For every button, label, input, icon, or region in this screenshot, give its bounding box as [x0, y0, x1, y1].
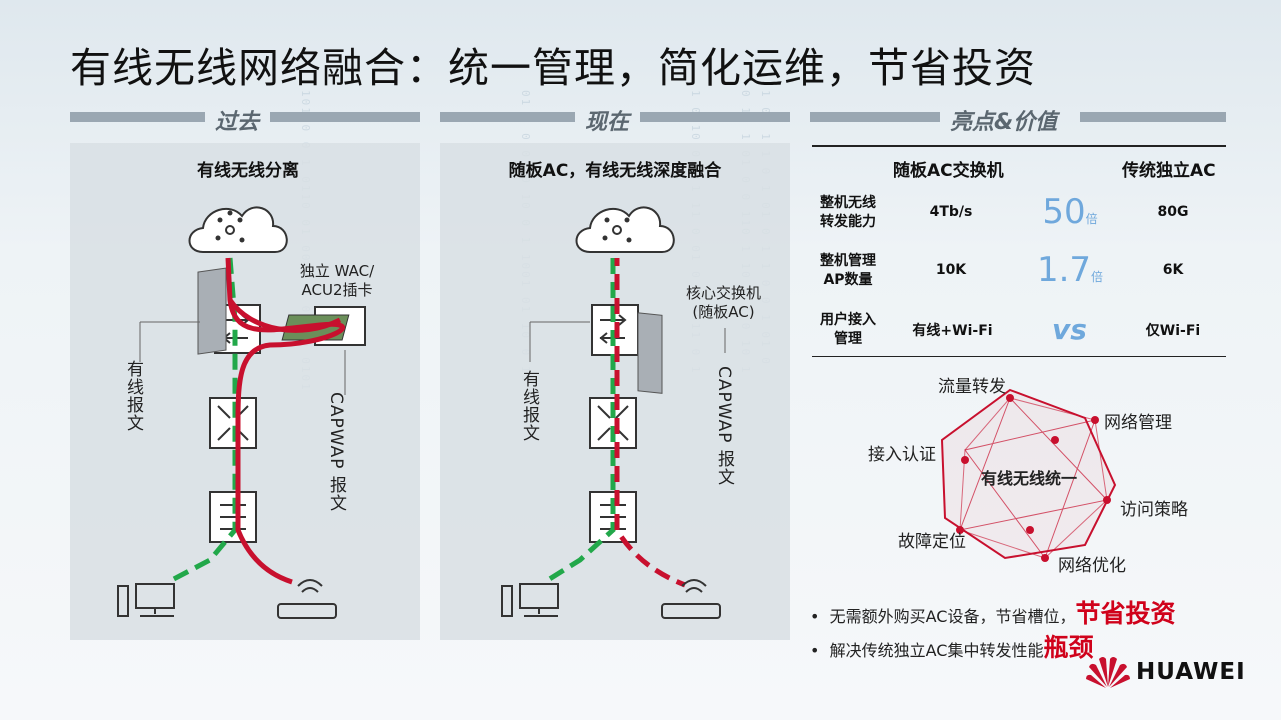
now-panel-title: 随板AC，有线无线深度融合	[508, 161, 722, 181]
radar-label-fault: 故障定位	[898, 532, 966, 552]
core-switch-icon	[591, 304, 663, 394]
section-label-past: 过去	[215, 110, 260, 135]
now-wired-label: 有线报文	[519, 370, 539, 442]
now-capwap-label: CAPWAP 报文	[714, 366, 734, 486]
row-label-line: 整机管理	[820, 253, 876, 269]
section-label-now: 现在	[585, 110, 630, 135]
brand-name: HUAWEI	[1136, 659, 1246, 685]
bullet-text: 无需额外购买AC设备，节省槽位，	[829, 607, 1076, 626]
past-wired-label: 有线报文	[123, 360, 143, 432]
pc-icon	[117, 583, 175, 617]
access-point-icon	[277, 579, 337, 619]
table-bottom-rule	[812, 356, 1226, 357]
cell-ap-count-onboard: 10K	[935, 262, 967, 278]
past-network-diagram	[117, 206, 366, 619]
vs-label: vs	[1052, 313, 1087, 346]
row-label-line: AP数量	[823, 272, 873, 288]
bullet-text: 解决传统独立AC集中转发性能	[829, 641, 1044, 660]
section-header-past: 过去	[70, 104, 420, 135]
bullet-save-investment: • 无需额外购买AC设备，节省槽位，节省投资	[810, 594, 1175, 630]
row-label-line: 用户接入	[820, 312, 876, 328]
core-label-line1: 核心交换机	[685, 284, 761, 302]
ratio-value: 50	[1042, 192, 1086, 232]
cell-access-standalone: 仅Wi-Fi	[1145, 323, 1201, 339]
row-label-line: 管理	[834, 331, 862, 347]
bullet-highlight: 瓶颈	[1043, 633, 1094, 662]
radar-label-net-opt: 网络优化	[1058, 556, 1126, 576]
past-capwap-label: CAPWAP 报文	[326, 392, 346, 512]
radar-label-network-mgmt: 网络管理	[1104, 413, 1172, 433]
section-header-value: 亮点&价值	[810, 104, 1226, 135]
huawei-logo-icon	[1086, 657, 1130, 688]
core-label-line2: (随板AC)	[692, 303, 755, 321]
row-label-user-access: 用户接入 管理	[808, 311, 888, 349]
bullet-dot: •	[810, 607, 830, 626]
bullet-highlight: 节省投资	[1075, 599, 1176, 628]
row-label-line: 整机无线	[820, 195, 876, 211]
wac-label-line1: 独立 WAC/	[299, 262, 375, 280]
access-point-icon	[661, 579, 721, 619]
ratio-value: 1.7	[1036, 250, 1092, 290]
ratio-unit: 倍	[1085, 212, 1098, 226]
radar-center-label: 有线无线统一	[981, 469, 1078, 488]
cloud-icon	[575, 206, 675, 253]
capability-radar	[940, 388, 1117, 562]
col-header-standalone-ac: 传统独立AC	[1122, 161, 1216, 181]
page-title: 有线无线网络融合：统一管理，简化运维，节省投资	[70, 44, 1036, 92]
col-header-onboard-ac: 随板AC交换机	[893, 161, 1004, 181]
row-label-throughput: 整机无线 转发能力	[808, 194, 888, 232]
section-label-value: 亮点&价值	[950, 110, 1058, 135]
cell-throughput-standalone: 80G	[1157, 204, 1189, 220]
bullet-dot: •	[810, 641, 830, 660]
wac-label-line2: ACU2插卡	[301, 281, 373, 299]
wac-label: 独立 WAC/ ACU2插卡	[292, 262, 382, 300]
row-label-line: 转发能力	[820, 214, 876, 230]
bullet-bottleneck: • 解决传统独立AC集中转发性能瓶颈	[810, 628, 1093, 664]
ratio-unit: 倍	[1091, 270, 1104, 284]
pc-icon	[501, 583, 559, 617]
section-header-now: 现在	[440, 104, 790, 135]
cell-throughput-onboard: 4Tb/s	[929, 204, 973, 220]
row-label-ap-count: 整机管理 AP数量	[808, 252, 888, 290]
ratio-ap-count: 1.7倍	[1030, 250, 1110, 290]
now-network-diagram	[501, 206, 726, 619]
cloud-icon	[188, 206, 288, 253]
cell-access-onboard: 有线+Wi-Fi	[912, 323, 993, 339]
ratio-throughput: 50倍	[1030, 192, 1110, 232]
radar-label-access-policy: 访问策略	[1120, 500, 1188, 520]
past-panel-title: 有线无线分离	[197, 161, 299, 181]
table-top-rule	[812, 145, 1226, 147]
radar-label-auth: 接入认证	[868, 445, 936, 465]
radar-label-traffic: 流量转发	[938, 377, 1006, 397]
cell-ap-count-standalone: 6K	[1162, 262, 1184, 278]
core-switch-label: 核心交换机 (随板AC)	[676, 284, 771, 322]
